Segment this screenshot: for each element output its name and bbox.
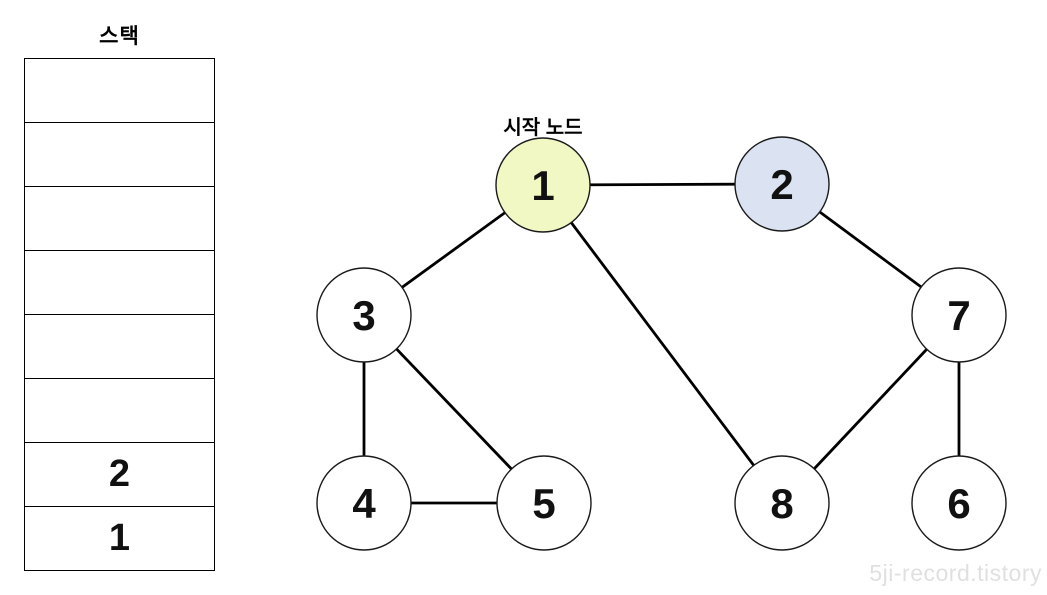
stack-cell: [25, 187, 214, 251]
graph-node-6: [911, 455, 1007, 551]
graph-node-label-2: 2: [770, 161, 793, 208]
stack-title: 스택: [99, 25, 140, 48]
graph-node-4: [316, 455, 412, 551]
graph-node-label-5: 5: [532, 480, 555, 527]
graph-node-2: [734, 136, 830, 232]
watermark: 5ji-record.tistory: [869, 560, 1042, 586]
graph-node-1: [495, 137, 591, 233]
start-node-label: 시작 노드: [503, 117, 583, 139]
stack-cell: 1: [108, 517, 131, 559]
graph-node-7: [911, 267, 1007, 363]
graph-node-label-8: 8: [770, 480, 793, 527]
graph-node-8: [734, 455, 830, 551]
stack-cell: [25, 315, 214, 379]
graph-node-3: [316, 267, 412, 363]
graph-node-label-3: 3: [352, 292, 375, 339]
stack: 2 1: [24, 58, 215, 571]
stack-cell: [25, 251, 214, 315]
graph-node-label-6: 6: [947, 480, 970, 527]
stack-cell: 2: [25, 443, 214, 507]
graph-node-5: [496, 455, 592, 551]
stack-cell: [25, 123, 214, 187]
graph-node-label-4: 4: [352, 480, 376, 527]
stack-cell: [25, 59, 214, 123]
graph-node-label-1: 1: [531, 162, 554, 209]
graph-node-label-7: 7: [947, 292, 970, 339]
stack-cell: [25, 379, 214, 443]
edge-1-8: [541, 183, 784, 505]
